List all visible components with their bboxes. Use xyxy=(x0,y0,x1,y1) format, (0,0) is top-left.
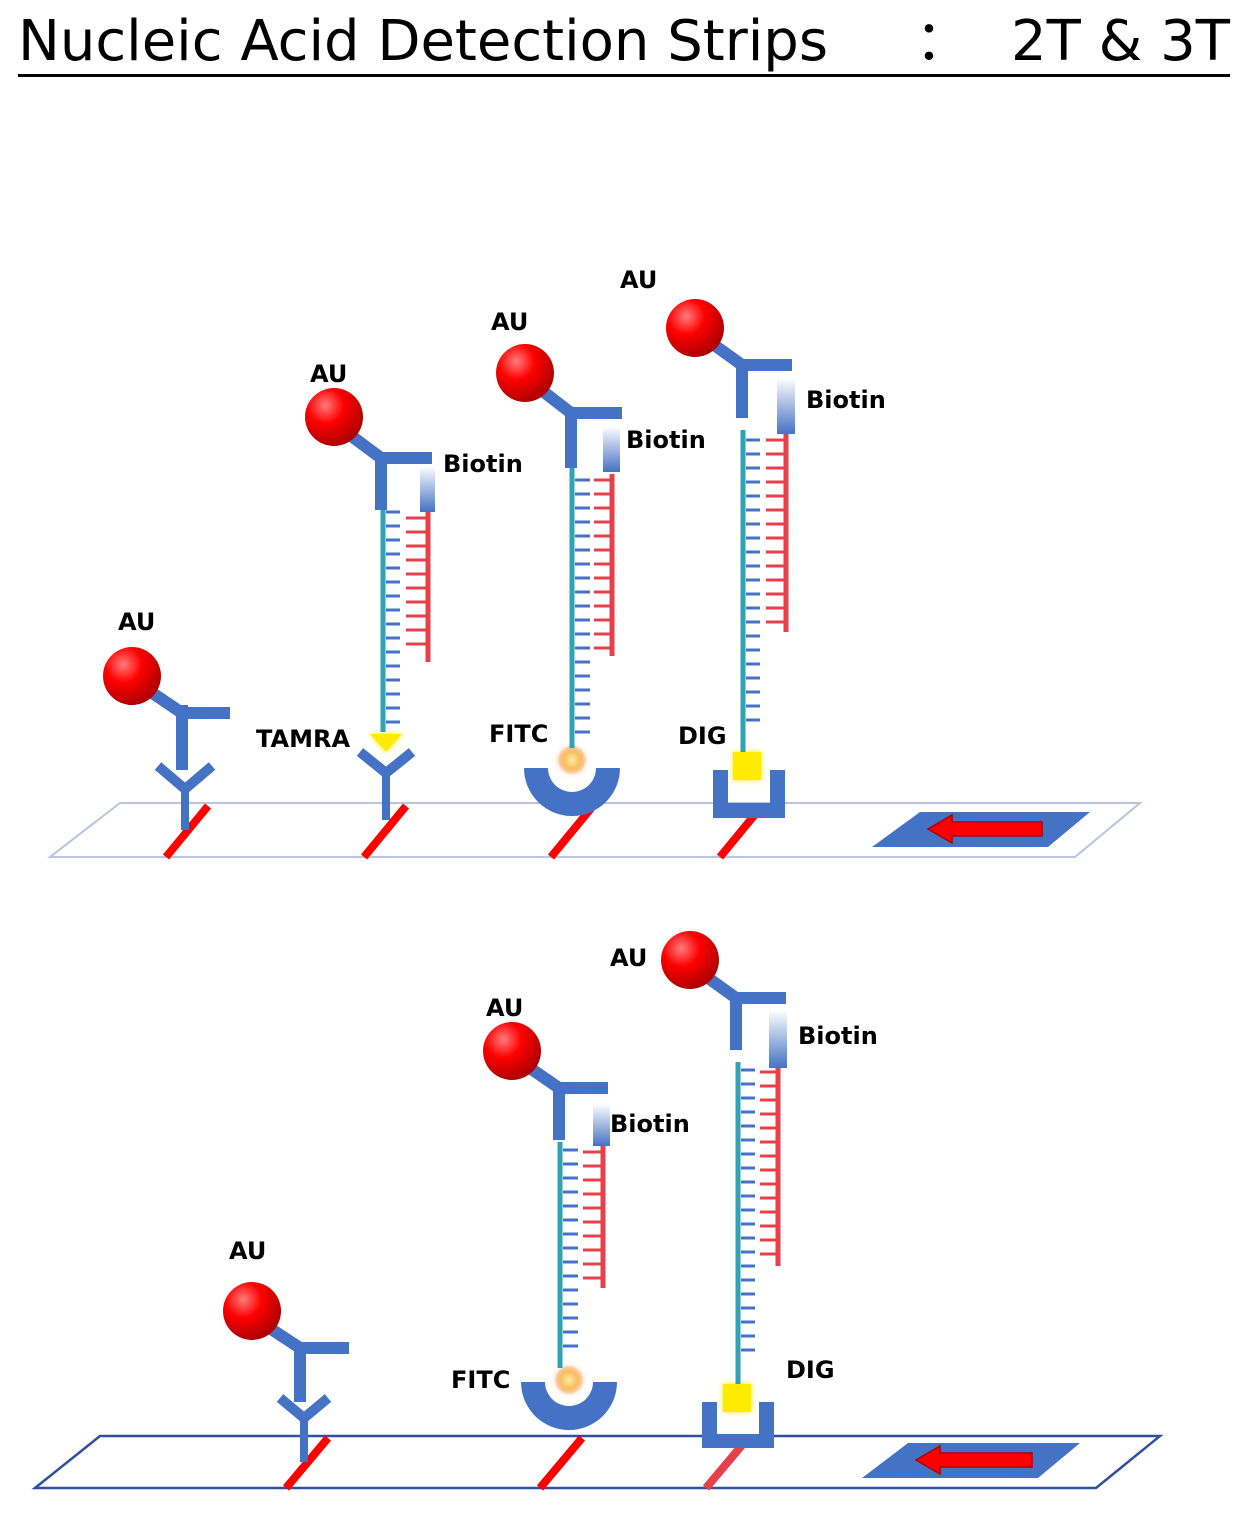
biotin-label: Biotin xyxy=(806,386,886,414)
gold-nanoparticle-icon xyxy=(661,931,719,989)
au-label: AU xyxy=(491,308,528,336)
biotin-label: Biotin xyxy=(626,426,706,454)
au-label: AU xyxy=(229,1237,266,1265)
probe-rungs xyxy=(386,510,400,724)
capture-antibody-icon xyxy=(276,1394,332,1425)
fitc-label: FITC xyxy=(451,1366,510,1394)
biotin-label: Biotin xyxy=(443,450,523,478)
fitc-hapten-icon xyxy=(555,1366,583,1394)
target-rungs xyxy=(406,516,426,646)
probe-rungs xyxy=(575,478,590,734)
gold-antibody-icon xyxy=(103,647,230,770)
flow-direction-arrow xyxy=(872,812,1090,847)
probe-rungs xyxy=(746,438,760,722)
dig-label: DIG xyxy=(678,722,727,750)
dig-capture-cup-icon xyxy=(702,1402,774,1448)
gold-antibody-icon xyxy=(496,344,622,468)
fitc-label: FITC xyxy=(489,720,548,748)
tamra-test-line xyxy=(360,803,410,860)
fitc-capture-cup-icon xyxy=(524,768,620,816)
biotin-label: Biotin xyxy=(798,1022,878,1050)
gold-nanoparticle-icon xyxy=(666,299,724,357)
control-line xyxy=(282,1435,332,1491)
gold-antibody-icon xyxy=(305,388,432,510)
gold-nanoparticle-icon xyxy=(496,344,554,402)
biotin-icon xyxy=(593,1104,610,1146)
control-line xyxy=(162,803,212,860)
biotin-icon xyxy=(769,1010,787,1068)
page-title: Nucleic Acid Detection Strips ： 2T & 3T xyxy=(18,2,1230,82)
gold-nanoparticle-icon xyxy=(483,1022,541,1080)
title-main: Nucleic Acid Detection Strips xyxy=(18,9,829,74)
tamra-hapten-icon xyxy=(370,734,402,752)
biotin-icon xyxy=(603,426,620,472)
capture-antibody-icon xyxy=(356,748,416,780)
fitc-test-line xyxy=(536,1435,586,1491)
au-label: AU xyxy=(610,944,647,972)
fitc-capture-cup-icon xyxy=(521,1382,617,1430)
biotin-icon xyxy=(420,466,435,512)
fitc-line-complex: AU Biotin FITC xyxy=(489,308,706,816)
fitc-line-complex: AU Biotin FITC xyxy=(451,994,690,1430)
tamra-line-complex: AU Biotin TAMRA xyxy=(256,360,523,820)
dig-line-complex: AU Biotin DIG xyxy=(620,266,886,818)
strip-3t: AU xyxy=(47,266,1143,860)
gold-nanoparticle-icon xyxy=(305,388,363,446)
dig-capture-cup-icon xyxy=(713,770,785,818)
target-rungs xyxy=(766,438,784,624)
control-line-complex: AU xyxy=(223,1237,349,1462)
tamra-label: TAMRA xyxy=(256,725,350,753)
gold-antibody-icon xyxy=(483,1022,608,1140)
strip-membrane xyxy=(47,802,1143,858)
au-label: AU xyxy=(310,360,347,388)
target-rungs xyxy=(594,478,610,650)
fitc-hapten-icon xyxy=(558,746,586,774)
title-underline xyxy=(18,74,1230,77)
title-separator: ： xyxy=(915,9,972,74)
capture-antibody-icon xyxy=(154,762,216,796)
probe-rungs xyxy=(563,1148,578,1348)
dig-line-complex: AU Biotin DIG xyxy=(610,931,878,1448)
dig-hapten-icon xyxy=(733,752,761,780)
gold-antibody-icon xyxy=(223,1282,349,1402)
au-label: AU xyxy=(486,994,523,1022)
gold-nanoparticle-icon xyxy=(223,1282,281,1340)
dig-hapten-icon xyxy=(723,1384,751,1412)
flow-direction-arrow xyxy=(862,1443,1080,1478)
au-label: AU xyxy=(620,266,657,294)
control-line-complex: AU xyxy=(103,608,230,830)
gold-nanoparticle-icon xyxy=(103,647,161,705)
title-suffix: 2T & 3T xyxy=(1011,9,1230,74)
probe-rungs xyxy=(741,1068,755,1352)
gold-antibody-icon xyxy=(661,931,786,1050)
au-label: AU xyxy=(118,608,155,636)
gold-antibody-icon xyxy=(666,299,792,418)
target-rungs xyxy=(760,1070,776,1256)
biotin-label: Biotin xyxy=(610,1110,690,1138)
strip-2t: AU xyxy=(31,931,1164,1491)
target-rungs xyxy=(583,1150,601,1280)
dig-label: DIG xyxy=(786,1356,835,1384)
fitc-test-line xyxy=(547,803,597,860)
biotin-icon xyxy=(777,378,795,434)
